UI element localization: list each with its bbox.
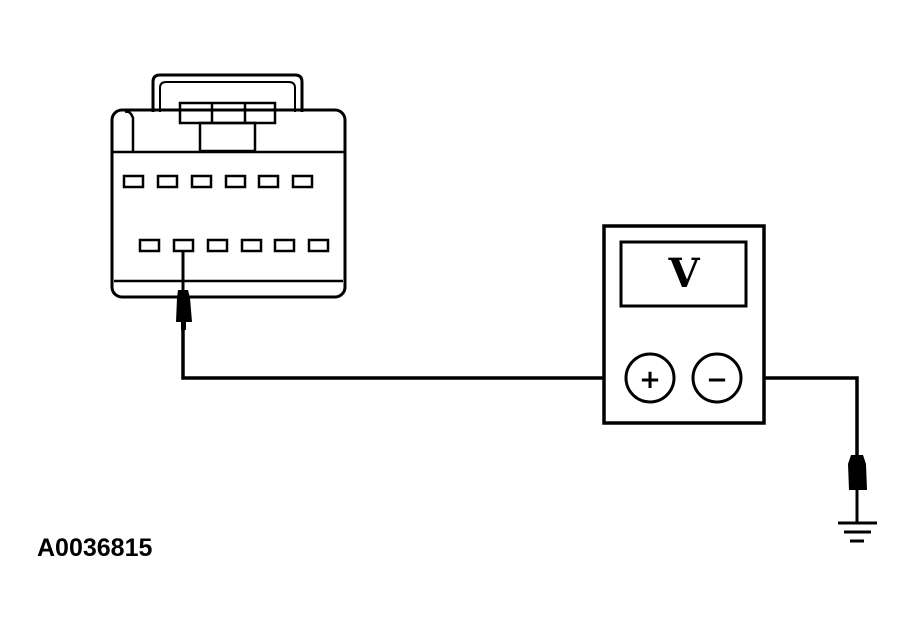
cavity xyxy=(224,174,247,189)
figure-id: A0036815 xyxy=(37,534,153,562)
negative-terminal-sign: − xyxy=(706,365,728,395)
connector-latch-inner xyxy=(159,81,296,112)
positive-lead xyxy=(181,328,627,380)
cavity xyxy=(190,174,213,189)
connector xyxy=(110,73,347,299)
connector-lock-tab xyxy=(178,101,277,125)
voltmeter: V + − xyxy=(602,224,766,425)
connector-lock-stem xyxy=(198,121,257,153)
cavity xyxy=(156,174,179,189)
connector-body xyxy=(110,108,347,299)
cavity xyxy=(240,238,263,253)
lead-wires xyxy=(181,328,859,455)
cavity xyxy=(206,238,229,253)
back-probe xyxy=(176,251,192,330)
negative-lead xyxy=(741,376,859,455)
positive-terminal xyxy=(624,352,676,404)
negative-terminal xyxy=(691,352,743,404)
voltmeter-symbol: V xyxy=(667,250,700,297)
ground-icon xyxy=(838,521,877,543)
cavity xyxy=(307,238,330,253)
voltmeter-display xyxy=(619,240,748,308)
cavity xyxy=(273,238,296,253)
connector-latch xyxy=(151,73,304,112)
cavity xyxy=(138,238,161,253)
cavity xyxy=(291,174,314,189)
cavity xyxy=(122,174,145,189)
positive-terminal-sign: + xyxy=(639,365,661,395)
cavity xyxy=(257,174,280,189)
cavity-tested xyxy=(172,238,195,253)
connector-cavity-row-bottom xyxy=(138,238,330,253)
connector-side-rib xyxy=(124,110,135,152)
ground-probe xyxy=(848,455,867,522)
connector-cavity-row-top xyxy=(122,174,314,189)
